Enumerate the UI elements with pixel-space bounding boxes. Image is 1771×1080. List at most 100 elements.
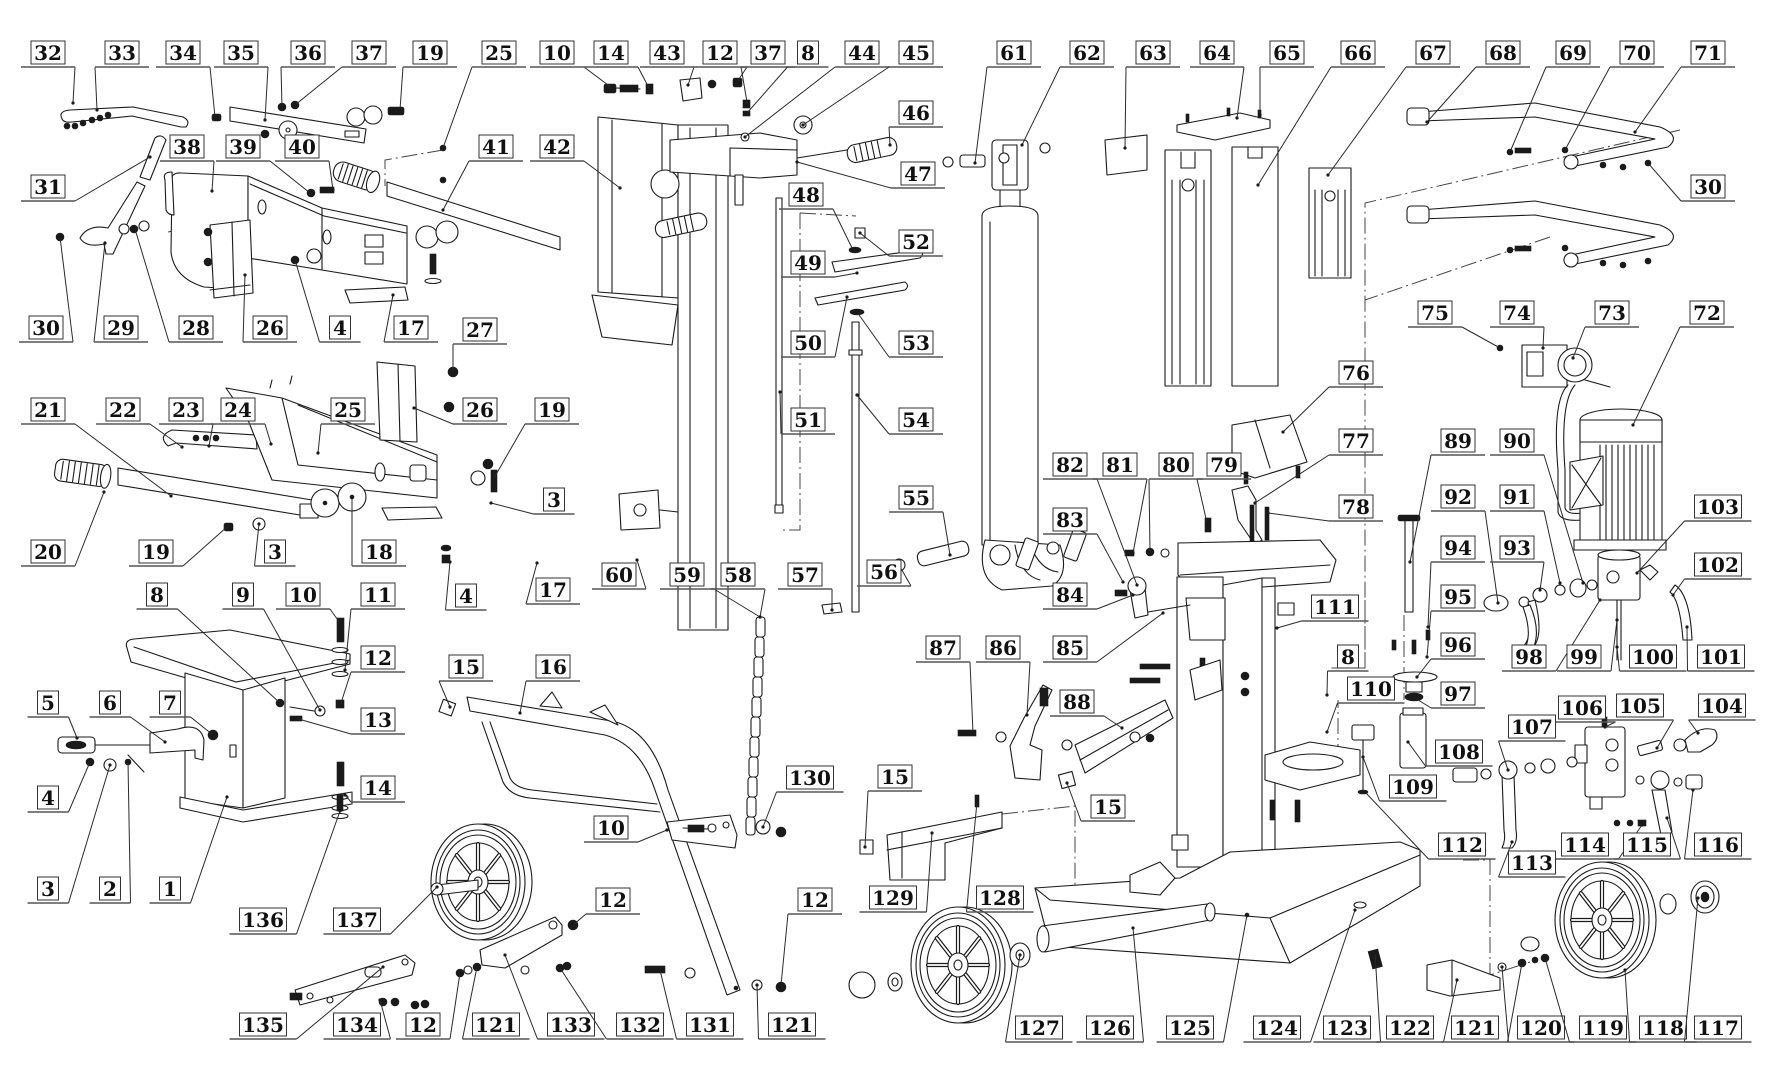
callout-box: [543, 487, 565, 512]
callout-leader-line: [636, 559, 647, 590]
callout-number: 42: [543, 135, 571, 159]
callout-number: 10: [543, 41, 571, 65]
callout-leader-line: [637, 829, 668, 843]
callout-box: [239, 907, 287, 932]
chain-58-shape: [745, 816, 756, 836]
callout-number: 80: [1162, 453, 1190, 477]
callout-number: 45: [902, 41, 930, 65]
callout-target-dot: [448, 705, 452, 709]
callout-leader-line: [969, 661, 974, 734]
callout-number: 118: [1642, 1016, 1684, 1040]
callout-box: [285, 582, 321, 607]
valve-106-shape: [1626, 819, 1634, 827]
pump-99-shape: [1597, 549, 1641, 561]
callout-target-dot: [1131, 593, 1135, 597]
callout-leader-line: [659, 969, 677, 1040]
main-frame-shape: [1185, 597, 1226, 641]
callout-box: [329, 315, 351, 340]
callout-leader-line: [328, 160, 334, 191]
callout-leader-line: [859, 232, 890, 257]
callout-leader-line: [1005, 954, 1021, 1043]
callout-box: [1485, 40, 1521, 65]
valve-106-shape: [1613, 819, 1621, 827]
callout-leader-line: [1326, 670, 1328, 696]
callout-target-dot: [1603, 725, 1607, 729]
bolt-123-shape: [1353, 901, 1367, 909]
callout-137: 137: [323, 885, 439, 935]
callout-35: 35: [214, 40, 269, 122]
callout-number: 37: [754, 41, 782, 65]
handle-71-lower-shape: [1644, 257, 1652, 265]
callout-leader-line: [442, 160, 470, 211]
callout-number: 74: [1503, 301, 1531, 325]
handle-71-upper-shape: [1619, 163, 1627, 171]
callout-leader-line: [1543, 510, 1561, 584]
fittings-105-104-shape: [1684, 728, 1718, 753]
washers-28-shape: [306, 248, 322, 264]
bar-88-shape: [1129, 731, 1141, 743]
callout-leader-line: [1310, 909, 1356, 1043]
callout-number: 71: [1694, 41, 1722, 65]
callout-leader-line: [1572, 326, 1586, 359]
plates-49-50-shape: [814, 281, 909, 306]
callout-target-dot: [1615, 645, 1619, 649]
callout-target-dot: [1571, 356, 1575, 360]
callout-target-dot: [1266, 511, 1270, 515]
callout-target-dot: [163, 740, 167, 744]
callout-number: 52: [902, 230, 930, 254]
callout-leader-line: [1647, 162, 1682, 202]
callout-leader-line: [294, 259, 320, 343]
cable-shape: [1555, 384, 1583, 521]
callout-number: 14: [597, 41, 625, 65]
callout-number: 121: [1454, 1016, 1496, 1040]
callout-number: 132: [619, 1013, 661, 1037]
callout-target-dot: [1025, 713, 1029, 717]
callout-51: 51: [778, 390, 835, 435]
bracket-mid: [1129, 659, 1250, 701]
column-65-shape: [1171, 151, 1205, 385]
wheel-118: [1555, 862, 1656, 978]
bracket-mid-shape: [1129, 677, 1161, 684]
bolt-17a-shape: [424, 277, 442, 285]
callout-box: [37, 690, 59, 715]
callout-target-dot: [1121, 580, 1125, 584]
callout-84: 84: [1043, 582, 1135, 610]
callout-number: 106: [1561, 696, 1603, 720]
callout-box: [1697, 644, 1745, 669]
callout-leader-line: [294, 717, 352, 735]
grip-46-shape: [796, 149, 848, 159]
callout-number: 41: [482, 135, 510, 159]
callout-number: 128: [979, 886, 1021, 910]
handle-33-shape: [104, 111, 112, 119]
callout-box: [669, 562, 705, 587]
table-1-shape: [179, 791, 353, 823]
callout-box: [1323, 1015, 1371, 1040]
callout-leader-line: [1542, 326, 1545, 349]
leg-129-shape: [886, 811, 1003, 881]
callout-leader-line: [263, 608, 321, 711]
callout-target-dot: [381, 965, 385, 969]
grip-46-shape: [846, 136, 898, 164]
callout-leader-line: [1236, 66, 1245, 119]
callout-leader-line: [413, 407, 454, 425]
callout-target-dot: [1373, 951, 1377, 955]
callout-number: 4: [41, 786, 55, 810]
callout-118: 118: [1623, 968, 1697, 1043]
panel-67-shape: [1314, 189, 1346, 277]
hose-113-shape: [1566, 756, 1578, 768]
grip-5-shape: [65, 740, 87, 750]
valve-106: [1574, 716, 1647, 827]
callout-box: [787, 562, 823, 587]
hub-cap-127-shape: [848, 971, 876, 999]
bar-88-shape: [1145, 733, 1155, 743]
grip-46: [796, 136, 898, 164]
callout-121: 121: [755, 983, 826, 1040]
callout-leader-line: [296, 810, 341, 935]
frame-64-shape: [1226, 107, 1231, 117]
hose-115-shape: [1673, 777, 1683, 787]
callout-leader-line: [59, 236, 74, 343]
callout-13: 13: [293, 707, 405, 735]
callout-target-dot: [1541, 346, 1545, 350]
callout-leader-line: [1498, 740, 1509, 771]
callout-target-dot: [1281, 430, 1285, 434]
